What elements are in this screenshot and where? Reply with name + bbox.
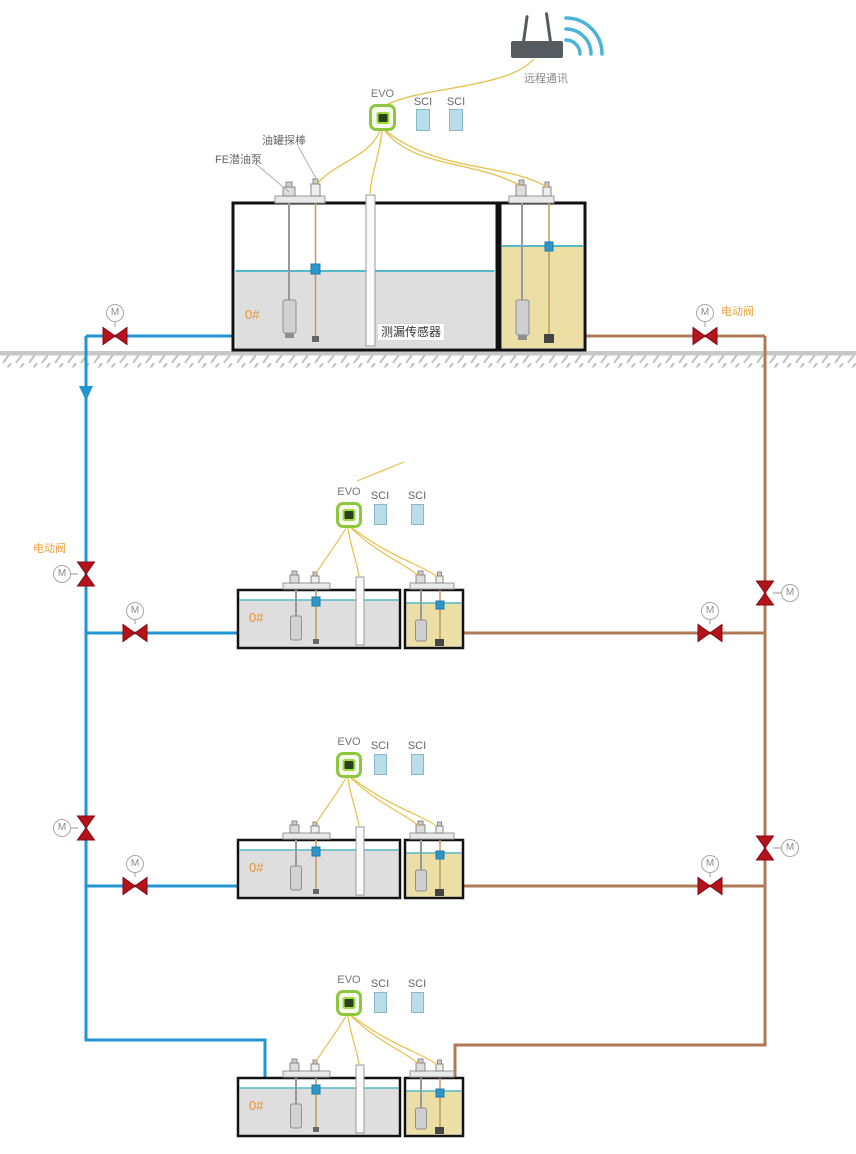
motor-indicator: M [781,584,799,602]
ground-line [0,351,856,368]
leak-sensor-label: 测漏传感器 [377,323,446,341]
flow-arrow-down [79,386,93,401]
motor-indicator: M [126,855,144,873]
leak-sensor-tube [365,194,376,347]
sci-module [449,109,463,131]
remote-comm-label: 远程通讯 [524,73,568,85]
evo-console [336,502,362,528]
valve-branch-return-2 [697,877,723,895]
valve-main-return [692,327,718,345]
electric-valve-label: 电动阀 [33,543,66,555]
sci-label: SCI [413,96,433,108]
evo-screen [376,111,389,124]
supply-pipe-blue [84,334,267,1079]
tank-unit-1 [236,526,465,650]
motor-indicator: M [106,304,124,322]
evo-label: EVO [337,486,361,498]
motor-indicator: M [701,602,719,620]
fe-pump-label: FE潜油泵 [215,154,263,166]
tank-unit-2 [236,776,465,900]
motor-indicator: M [53,565,71,583]
grade-label: 0# [249,1098,264,1113]
sci-label: SCI [370,978,390,990]
sci-module [374,504,387,525]
electric-valve-label: 电动阀 [721,306,754,318]
submersible-pump [515,299,530,336]
sci-label: SCI [407,978,427,990]
sci-module [411,992,424,1013]
evo-label: EVO [337,974,361,986]
router-icon [511,41,563,58]
level-sensor [310,263,321,275]
evo-screen [342,759,356,771]
evo-screen [342,997,356,1009]
return-pipe-brown [453,334,767,1079]
tank-probe-label: 油罐探棒 [262,135,306,147]
valve-main-supply [102,327,128,345]
grade-label: 0# [249,610,264,625]
sci-module [374,754,387,775]
valve-branch-supply-2 [122,877,148,895]
motor-indicator: M [696,304,714,322]
valve-branch-return-1 [697,624,723,642]
evo-screen [342,509,356,521]
sci-label: SCI [446,96,466,108]
sci-module [411,754,424,775]
submersible-pump [282,299,297,334]
valve-branch-supply-1 [122,624,148,642]
sci-module [374,992,387,1013]
wifi-signal-icon [564,16,604,56]
probe-cap [310,183,321,197]
valve-riser-supply-1 [77,561,95,587]
evo-console [336,752,362,778]
evo-label: EVO [370,88,395,100]
valve-stems [71,322,781,877]
valve-riser-supply-2 [77,815,95,841]
main-tank [231,178,587,352]
valve-riser-return-2 [756,835,774,861]
sci-label: SCI [370,740,390,752]
sci-label: SCI [370,490,390,502]
sci-module [411,504,424,525]
motor-indicator: M [53,819,71,837]
stray-wire [356,461,405,482]
evo-console [336,990,362,1016]
tank-unit-3 [236,1014,465,1138]
motor-indicator: M [701,855,719,873]
leader-lines [255,145,318,193]
evo-console [369,104,396,131]
sci-label: SCI [407,740,427,752]
motor-indicator: M [126,602,144,620]
valve-riser-return-1 [756,580,774,606]
level-sensor [544,241,554,252]
sci-label: SCI [407,490,427,502]
signal-wires-main [317,58,548,195]
grade-label: 0# [249,860,264,875]
grade-label: 0# [245,307,260,322]
sci-module [416,109,430,131]
evo-label: EVO [337,736,361,748]
motor-indicator: M [781,839,799,857]
